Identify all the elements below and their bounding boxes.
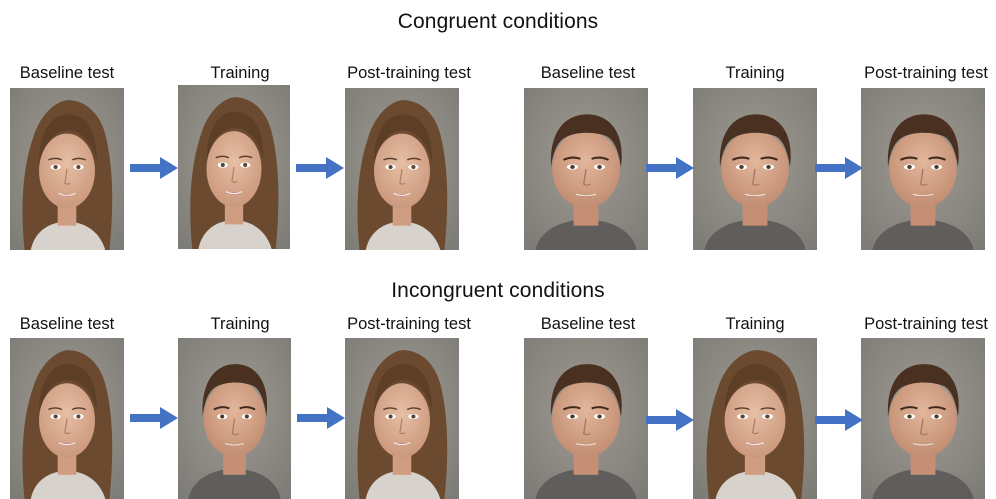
panel-label: Training (725, 315, 785, 333)
arrow-right-icon (646, 408, 694, 432)
female-face-photo (10, 338, 124, 499)
male-face-photo (178, 338, 291, 499)
panel-label: Training (210, 315, 270, 333)
incongruent-title: Incongruent conditions (391, 279, 605, 302)
panel-label: Training (210, 64, 270, 82)
female-face-photo (345, 338, 459, 499)
male-face-photo (693, 88, 817, 250)
panel-label: Post-training test (864, 64, 988, 82)
male-face-photo (861, 338, 985, 499)
panel-label: Baseline test (19, 64, 115, 82)
arrow-right-icon (646, 156, 694, 180)
panel-label: Post-training test (347, 315, 471, 333)
male-face-photo (524, 88, 648, 250)
male-face-photo (524, 338, 648, 499)
arrow-right-icon (815, 408, 863, 432)
female-face-photo (178, 85, 290, 249)
panel-label: Training (725, 64, 785, 82)
female-face-photo (10, 88, 124, 250)
panel-label: Baseline test (19, 315, 115, 333)
female-face-photo (693, 338, 817, 499)
panel-label: Post-training test (864, 315, 988, 333)
female-face-photo (345, 88, 459, 250)
panel-label: Baseline test (540, 64, 636, 82)
panel-label: Post-training test (347, 64, 471, 82)
panel-label: Baseline test (540, 315, 636, 333)
arrow-right-icon (130, 156, 178, 180)
arrow-right-icon (815, 156, 863, 180)
arrow-right-icon (296, 156, 344, 180)
arrow-right-icon (130, 406, 178, 430)
congruent-title: Congruent conditions (397, 10, 599, 33)
arrow-right-icon (297, 406, 345, 430)
male-face-photo (861, 88, 985, 250)
